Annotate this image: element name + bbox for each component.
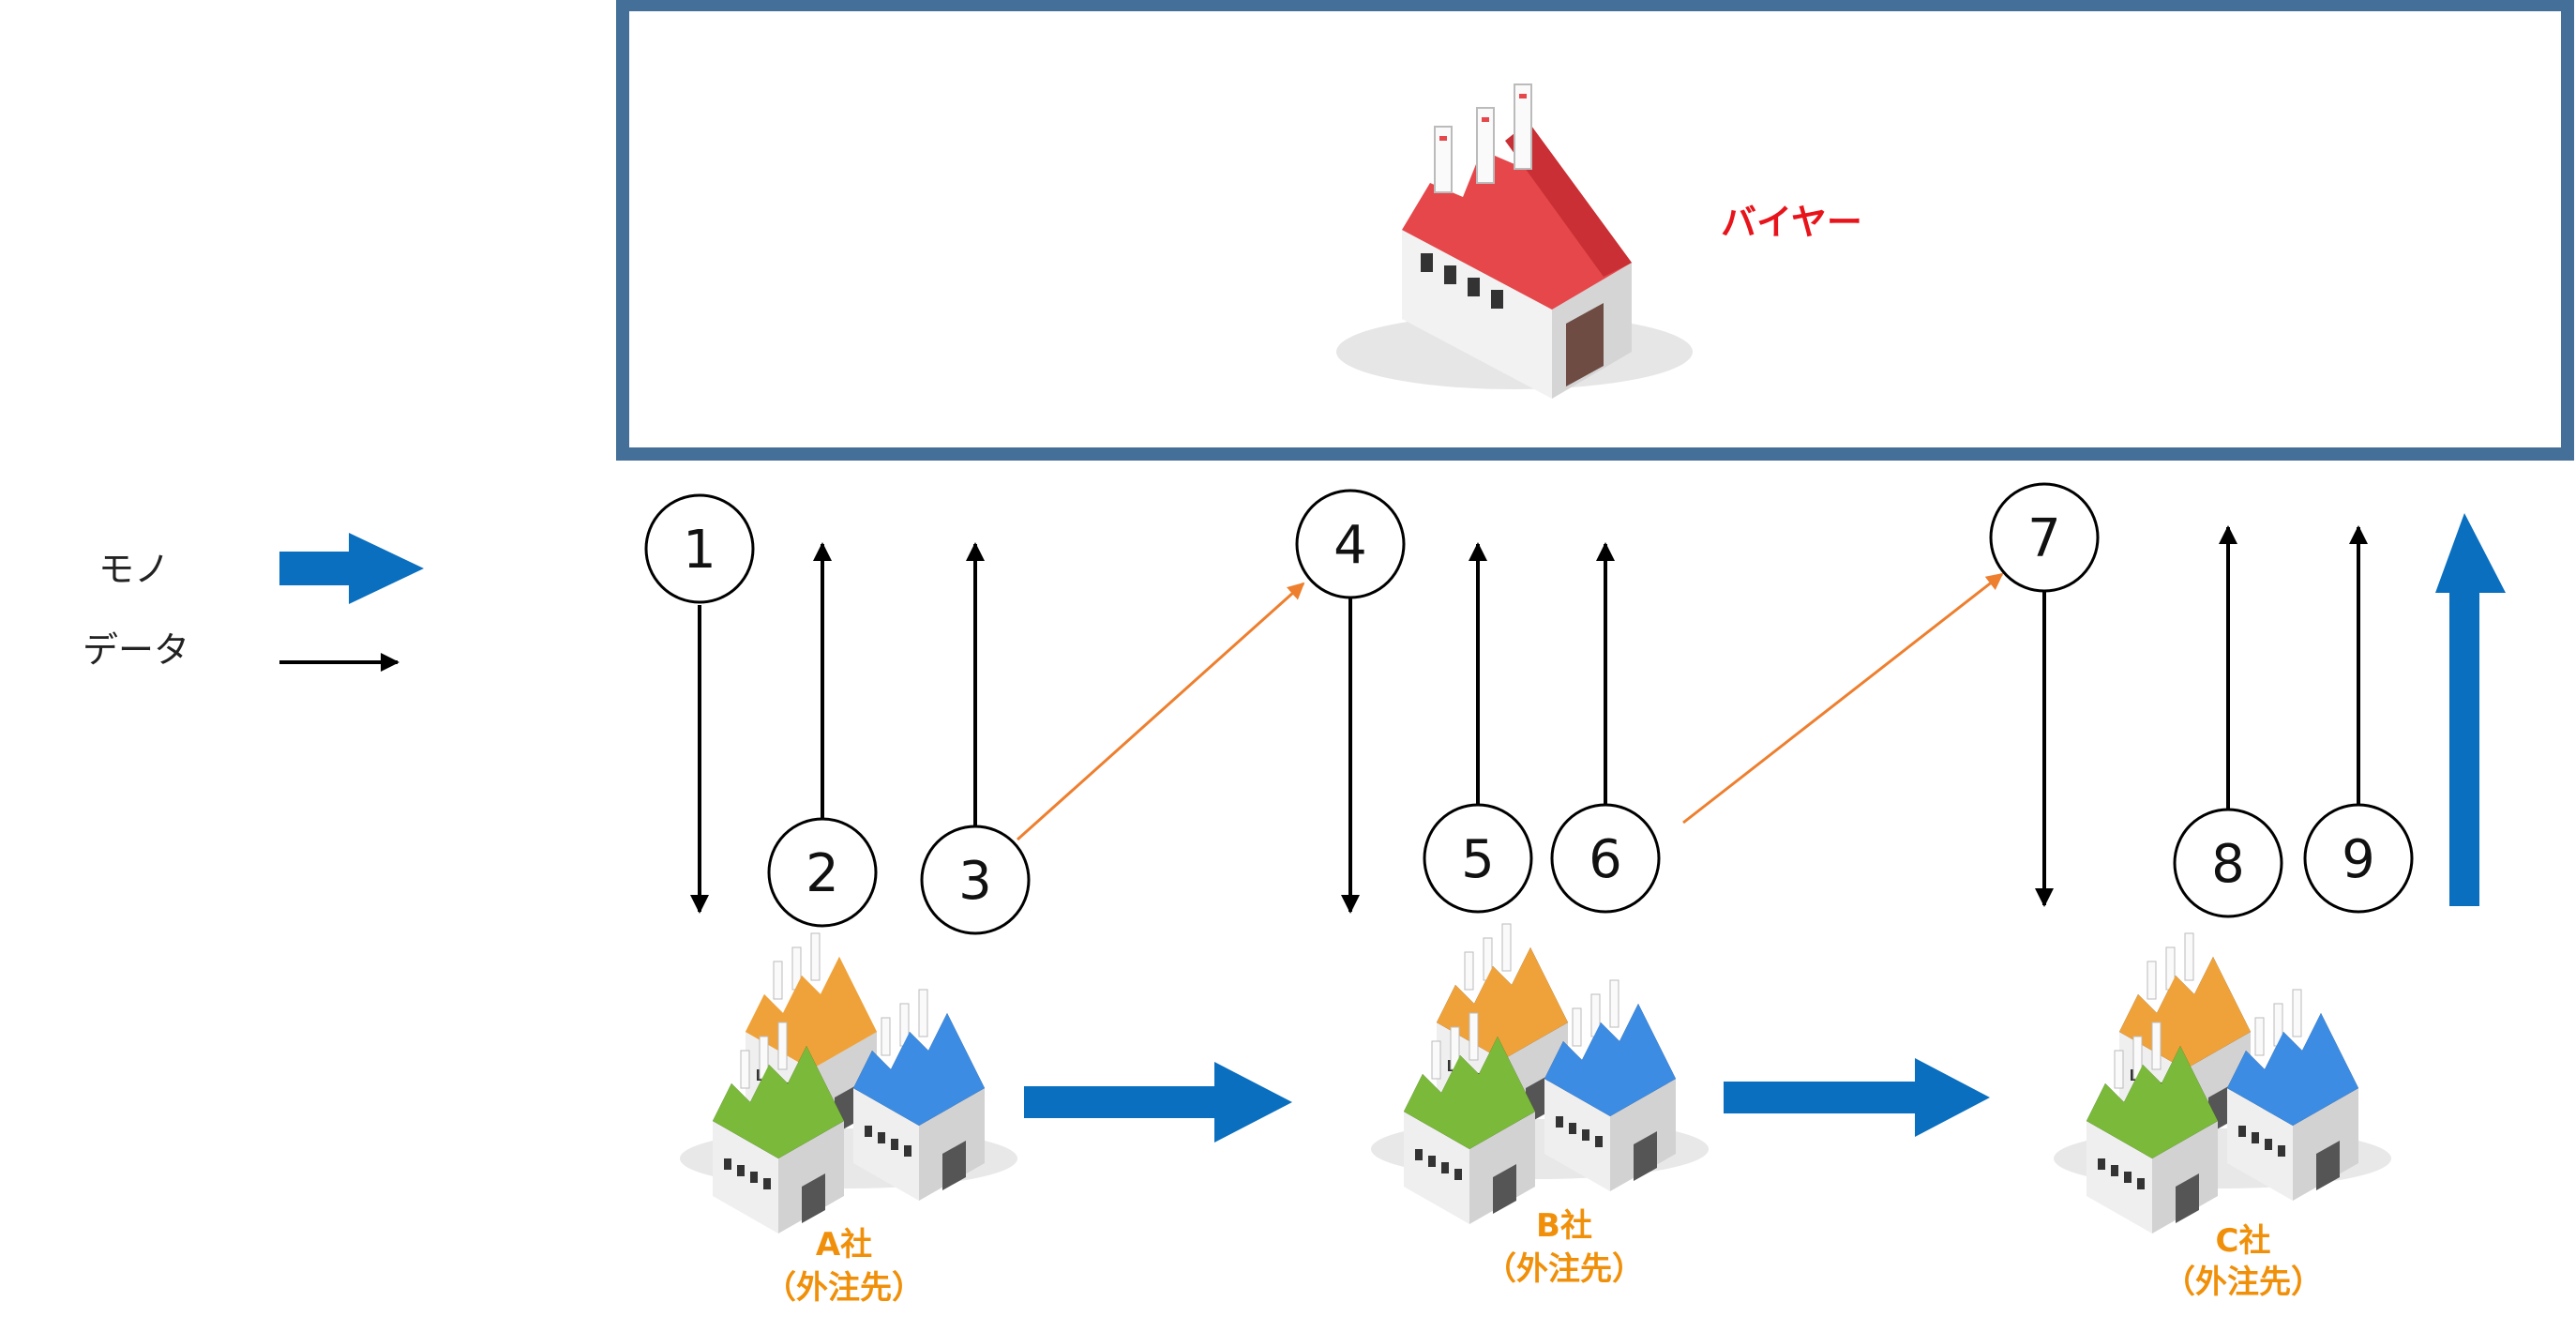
company-c-sub: （外注先）	[2163, 1264, 2323, 1301]
step-circle-6: 6	[1550, 803, 1661, 914]
step-number: 2	[806, 843, 839, 904]
company-b-factory-icon	[1371, 923, 1709, 1225]
legend-goods-arrow	[279, 533, 424, 604]
goods-arrow-to-buyer	[2435, 513, 2506, 906]
step-number: 6	[1589, 829, 1622, 890]
step-number: 3	[958, 851, 992, 912]
company-a-name: A社	[816, 1226, 872, 1264]
company-a-factory-icon	[680, 932, 1017, 1234]
step-circle-8: 8	[2173, 808, 2283, 918]
step-circle-4: 4	[1295, 489, 1406, 599]
company-c-name: C社	[2216, 1222, 2271, 1260]
step-circle-2: 2	[767, 817, 878, 928]
company-a-sub: （外注先）	[764, 1269, 924, 1307]
step-number: 4	[1333, 515, 1367, 576]
buyer-label: バイヤー	[1721, 202, 1862, 243]
step-circle-1: 1	[644, 493, 755, 604]
step-number: 5	[1461, 829, 1495, 890]
company-b-name: B社	[1536, 1207, 1592, 1245]
step-circle-5: 5	[1423, 803, 1533, 914]
step-circle-7: 7	[1989, 482, 2100, 593]
step-number: 8	[2211, 834, 2245, 895]
step-number: 1	[683, 520, 716, 581]
handoff-arrow-3-to-4	[1016, 582, 1305, 841]
step-circle-9: 9	[2303, 803, 2414, 914]
goods-arrow-b-to-c	[1724, 1058, 1990, 1137]
legend-goods-label: モノ	[98, 549, 170, 590]
legend-data-label: データ	[83, 629, 189, 671]
step-circle-3: 3	[920, 825, 1031, 935]
handoff-arrow-6-to-7	[1682, 572, 2004, 825]
step-number: 7	[2027, 508, 2061, 569]
buyer-factory-icon	[1336, 83, 1693, 399]
step-number: 9	[2342, 829, 2375, 890]
company-c-factory-icon	[2054, 932, 2391, 1234]
goods-arrow-a-to-b	[1024, 1062, 1292, 1143]
company-b-sub: （外注先）	[1484, 1250, 1644, 1288]
